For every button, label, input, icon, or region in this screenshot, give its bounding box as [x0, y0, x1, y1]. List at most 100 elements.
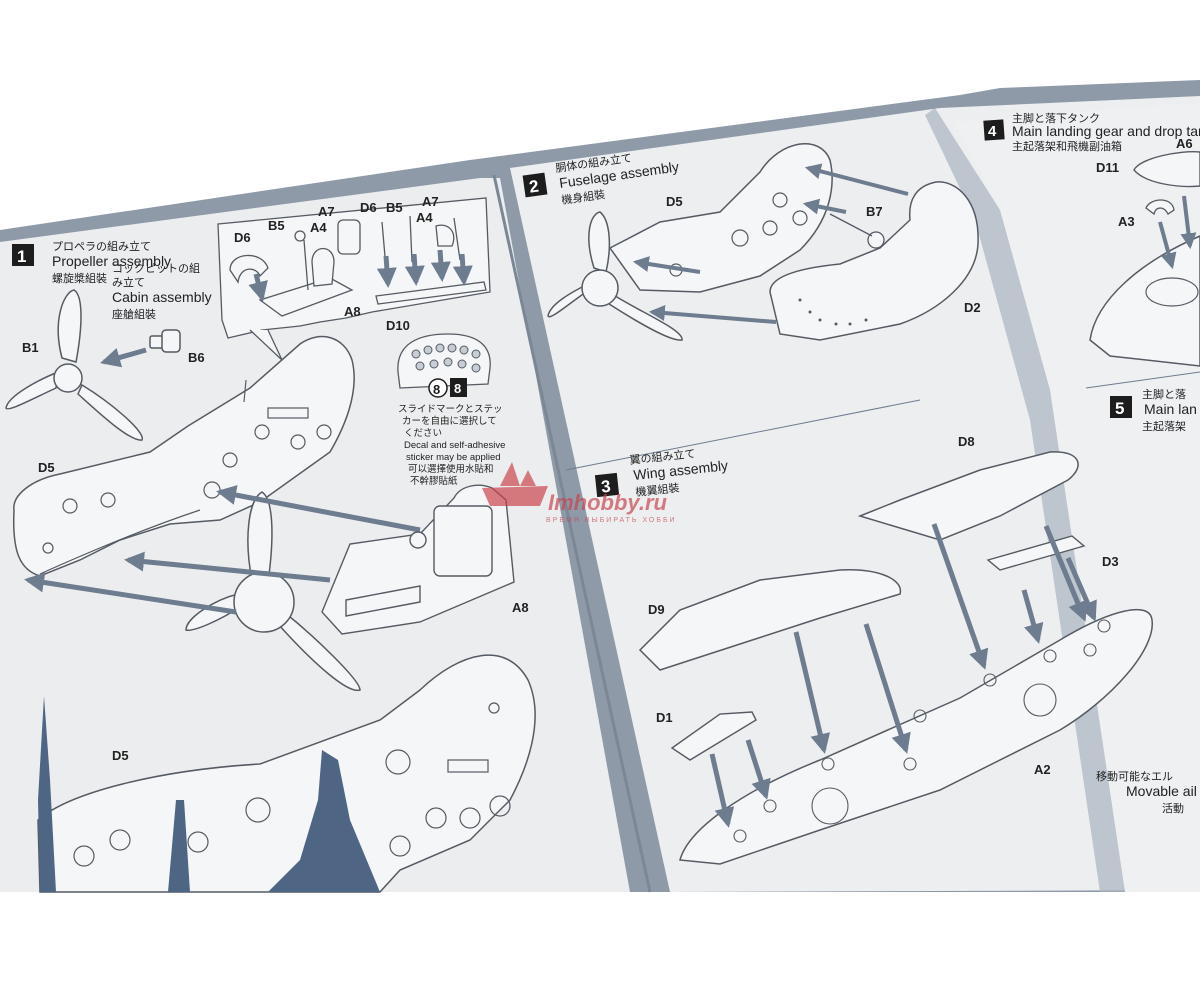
cabin-arrows: [248, 249, 473, 302]
step-4-number-box: [983, 119, 1005, 141]
label-d5-step2: D5: [666, 194, 683, 209]
movable-note-jp: 移動可能なエル: [1096, 769, 1173, 783]
label-d11: D11: [1096, 160, 1119, 175]
wheel-well: [1145, 277, 1199, 307]
label-b5-right: B5: [386, 200, 403, 215]
arrow-b6-b1: [100, 347, 147, 368]
label-d5: D5: [38, 460, 55, 475]
movable-note-en: Movable ail: [1126, 783, 1197, 799]
divider-line: [565, 399, 921, 471]
fuselage-details: [39, 379, 332, 575]
step-1-number-box: [12, 244, 34, 266]
step-1-title-cn: 螺旋槳組裝: [52, 271, 107, 285]
decal-note-jp-3: ください: [404, 428, 442, 439]
label-b5: B5: [268, 218, 285, 233]
step-1-number: 1: [17, 247, 26, 266]
label-d6-right: D6: [360, 200, 377, 215]
cabin-title-cn: 座艙組裝: [112, 307, 156, 321]
step-4-number: 4: [988, 123, 997, 140]
part-d1: [670, 711, 757, 761]
part-b7: [829, 213, 885, 249]
step-3-number-box: [594, 472, 620, 498]
decal-option-circle: [428, 378, 448, 398]
step-5-title-cn: 主起落架: [1142, 420, 1186, 433]
watermark-logo: Imhobby.ru ВРЕМЯ ВЫБИРАТЬ ХОББИ: [482, 462, 675, 524]
decal-note-jp-2: カーを自由に選択して: [402, 415, 497, 427]
step-5: 5 主脚と落 Main lan 主起落架: [1085, 371, 1200, 433]
label-d1: D1: [656, 710, 673, 725]
step-4: 4 主脚と落下タンク Main landing gear and drop ta…: [983, 111, 1200, 367]
panel-dials: [411, 343, 481, 373]
landing-gear-a3: [1145, 199, 1175, 216]
drop-tank-d11: [1133, 150, 1200, 188]
label-d3: D3: [1102, 554, 1119, 569]
step-1-arrows: [24, 485, 421, 615]
cabin-title-jp-1: コックピットの組: [112, 262, 200, 275]
propeller-step2: [547, 211, 683, 341]
label-d9: D9: [648, 602, 665, 617]
label-d6: D6: [234, 230, 251, 245]
label-a8-callout: A8: [344, 304, 361, 319]
step-3-arrows: [709, 523, 1097, 828]
step-1-title-en: Propeller assembly: [52, 253, 171, 269]
wing-base-details: [733, 619, 1111, 843]
cabin-title-jp-2: み立て: [112, 275, 145, 289]
table-surface: [0, 892, 1200, 982]
wing-d8: [857, 451, 1079, 541]
decal-note-en-1: Decal and self-adhesive: [404, 440, 505, 451]
step-5-number: 5: [1115, 399, 1124, 418]
step-5-divider: [1085, 371, 1200, 389]
decal-option-box: [450, 378, 467, 397]
part-d3: [986, 535, 1086, 571]
label-d10: D10: [386, 318, 410, 333]
step-1-title-jp: プロペラの組み立て: [52, 239, 151, 253]
label-a8: A8: [512, 600, 529, 615]
rear-fuselage-d2: [769, 181, 979, 341]
decal-note-cn-2: 不幹膠貼紙: [410, 475, 458, 487]
label-d5-bottom: D5: [112, 748, 129, 763]
step-4-title-en: Main landing gear and drop tank: [1012, 123, 1200, 139]
label-b1: B1: [22, 340, 39, 355]
step-2: 2 胴体の組み立て Fuselage assembly 機身組裝 D5 B7 D…: [522, 143, 981, 471]
label-a3: A3: [1118, 214, 1135, 229]
label-d8: D8: [958, 434, 975, 449]
center-fold: [492, 174, 652, 893]
fuselage-bottom-details: [73, 702, 511, 867]
step-5-number-box: [1110, 396, 1132, 418]
part-b6: [149, 329, 181, 353]
label-a4-right: A4: [416, 210, 433, 225]
rear-fuselage-rivets: [798, 298, 868, 326]
label-d2: D2: [964, 300, 981, 315]
wing-d9: [638, 569, 902, 671]
step-5-title-jp: 主脚と落: [1142, 387, 1186, 401]
step-4-title-cn: 主起落架和飛機副油箱: [1012, 139, 1122, 153]
label-b6: B6: [188, 350, 205, 365]
movable-note-cn: 活動: [1162, 801, 1184, 815]
fuselage-bottom: [37, 654, 536, 893]
step-4-title-jp: 主脚と落下タンク: [1012, 111, 1100, 125]
step-1: 1 プロペラの組み立て Propeller assembly 螺旋槳組裝 コック…: [5, 194, 536, 893]
propeller-b1: [5, 289, 143, 441]
step-2-arrows: [632, 163, 909, 324]
step-4-arrows: [1158, 195, 1197, 270]
blue-cockpit-part: [268, 750, 380, 892]
step-3: 3 翼の組み立て Wing assembly 機翼組裝 D8 D3 D9 D1 …: [594, 434, 1197, 865]
blue-propeller-blade: [38, 696, 56, 892]
step-2-number-box: [522, 172, 548, 198]
decal-note-cn-1: 可以選擇使用水貼和: [408, 463, 494, 475]
decal-option-1: 8: [433, 382, 440, 397]
step-3-number: 3: [600, 477, 611, 497]
fuselage-half-d5: [12, 335, 355, 577]
decal-note-en-2: sticker may be applied: [406, 452, 501, 463]
blue-small-part: [168, 800, 190, 892]
decal-option-2: 8: [454, 381, 461, 396]
step-5-title-en: Main lan: [1144, 401, 1197, 417]
cabin-a8: [321, 484, 515, 635]
fuselage-step2: [608, 143, 833, 293]
label-a4: A4: [310, 220, 327, 235]
cabin-parts-drawing: [229, 215, 487, 317]
watermark-brand: Imhobby.ru: [548, 490, 668, 515]
step-3-title-cn: 機翼組裝: [635, 480, 680, 499]
ship-logo-icon: [482, 462, 548, 506]
